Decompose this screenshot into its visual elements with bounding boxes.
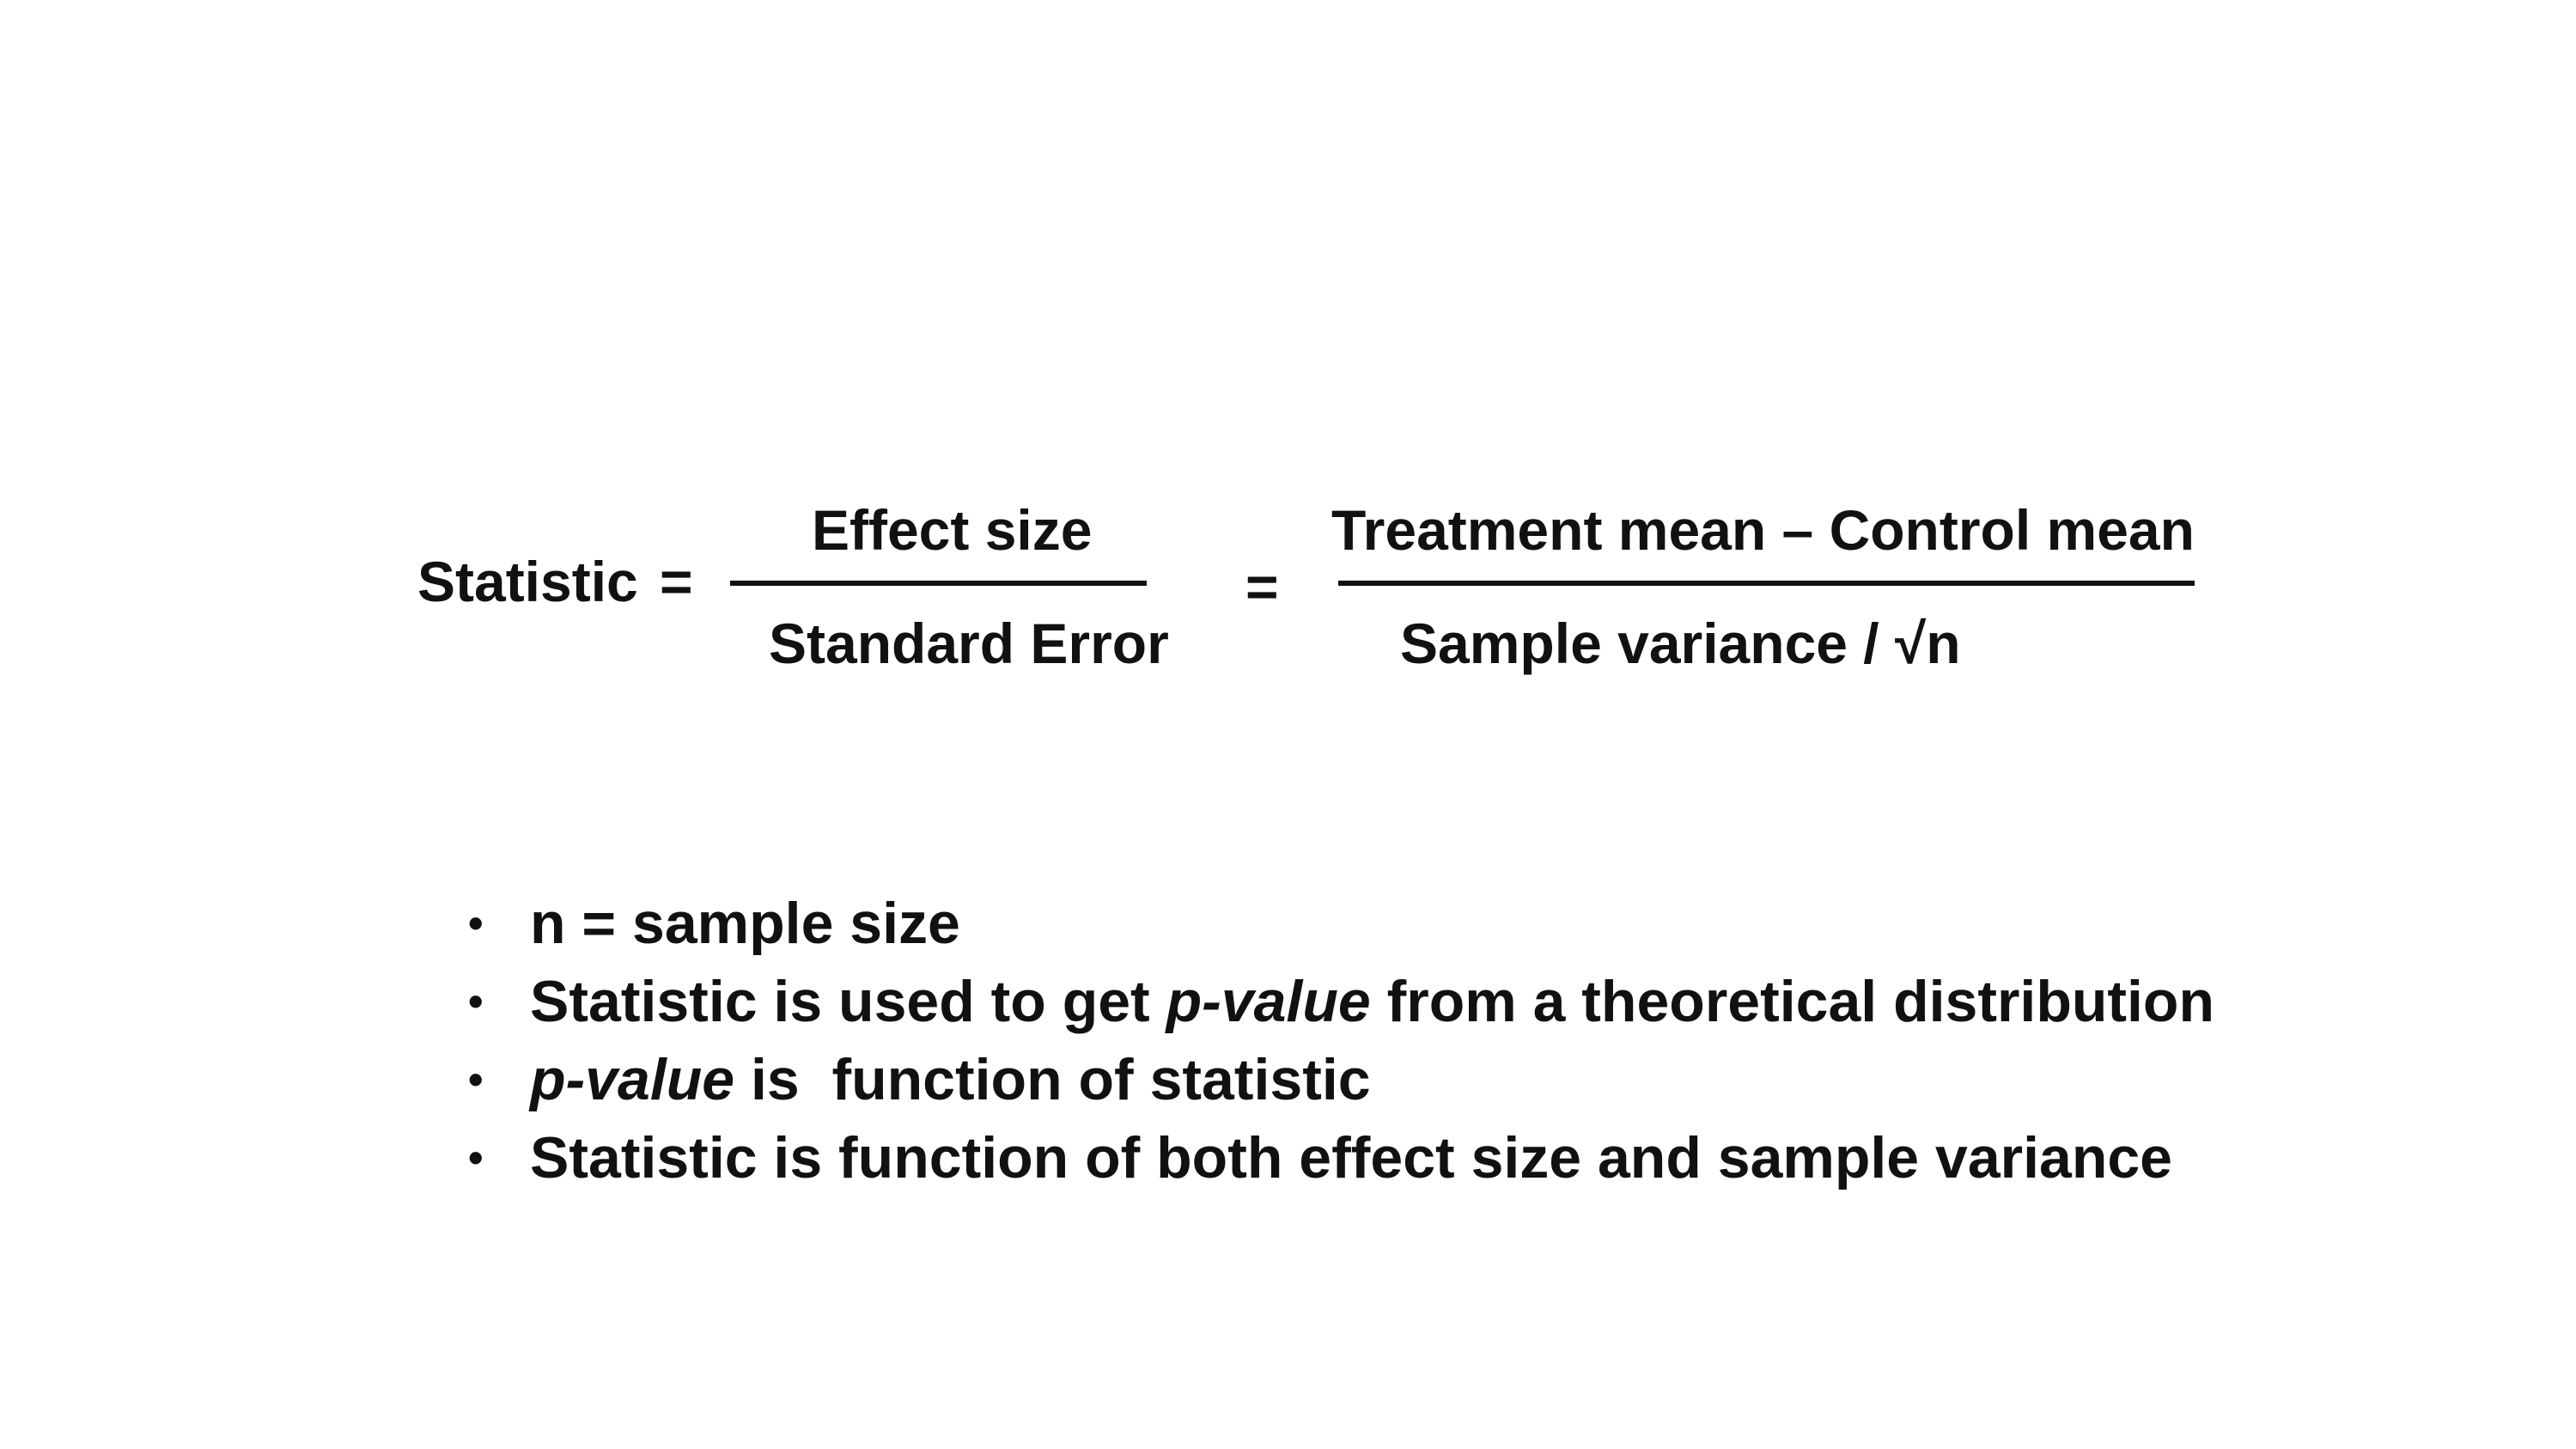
fraction-2-bar — [1338, 581, 2195, 586]
bullet-item-statistic-pvalue: • Statistic is used to get p-value from … — [468, 963, 2214, 1041]
bullet-marker: • — [468, 899, 484, 947]
formula-equals-2: = — [1245, 555, 1279, 618]
bullet-text-pre: Statistic is used to get — [530, 969, 1166, 1034]
fraction-1-bar — [730, 581, 1147, 586]
bullet-list: • n = sample size • Statistic is used to… — [468, 885, 2214, 1197]
bullet-item-sample-size: • n = sample size — [468, 885, 2214, 963]
bullet-text-italic: p-value — [530, 1047, 735, 1112]
fraction-2-numerator: Treatment mean – Control mean — [1331, 498, 2195, 562]
bullet-text: Statistic is function of both effect siz… — [530, 1125, 2173, 1190]
bullet-text-italic: p-value — [1166, 969, 1371, 1034]
bullet-text-post: is function of statistic — [734, 1047, 1371, 1112]
fraction-2-denominator: Sample variance / √n — [1400, 612, 1961, 675]
formula-equals-1: = — [660, 550, 693, 613]
bullet-item-pvalue-function: • p-value is function of statistic — [468, 1041, 2214, 1119]
bullet-marker: • — [468, 1056, 484, 1104]
bullet-item-statistic-function: • Statistic is function of both effect s… — [468, 1119, 2214, 1197]
fraction-1-denominator: Standard Error — [769, 612, 1169, 675]
bullet-text: n = sample size — [530, 891, 960, 956]
bullet-marker: • — [468, 977, 484, 1026]
formula-lhs: Statistic — [417, 550, 638, 613]
bullet-text-post: from a theoretical distribution — [1370, 969, 2215, 1034]
bullet-marker: • — [468, 1134, 484, 1182]
fraction-1-numerator: Effect size — [812, 498, 1093, 562]
